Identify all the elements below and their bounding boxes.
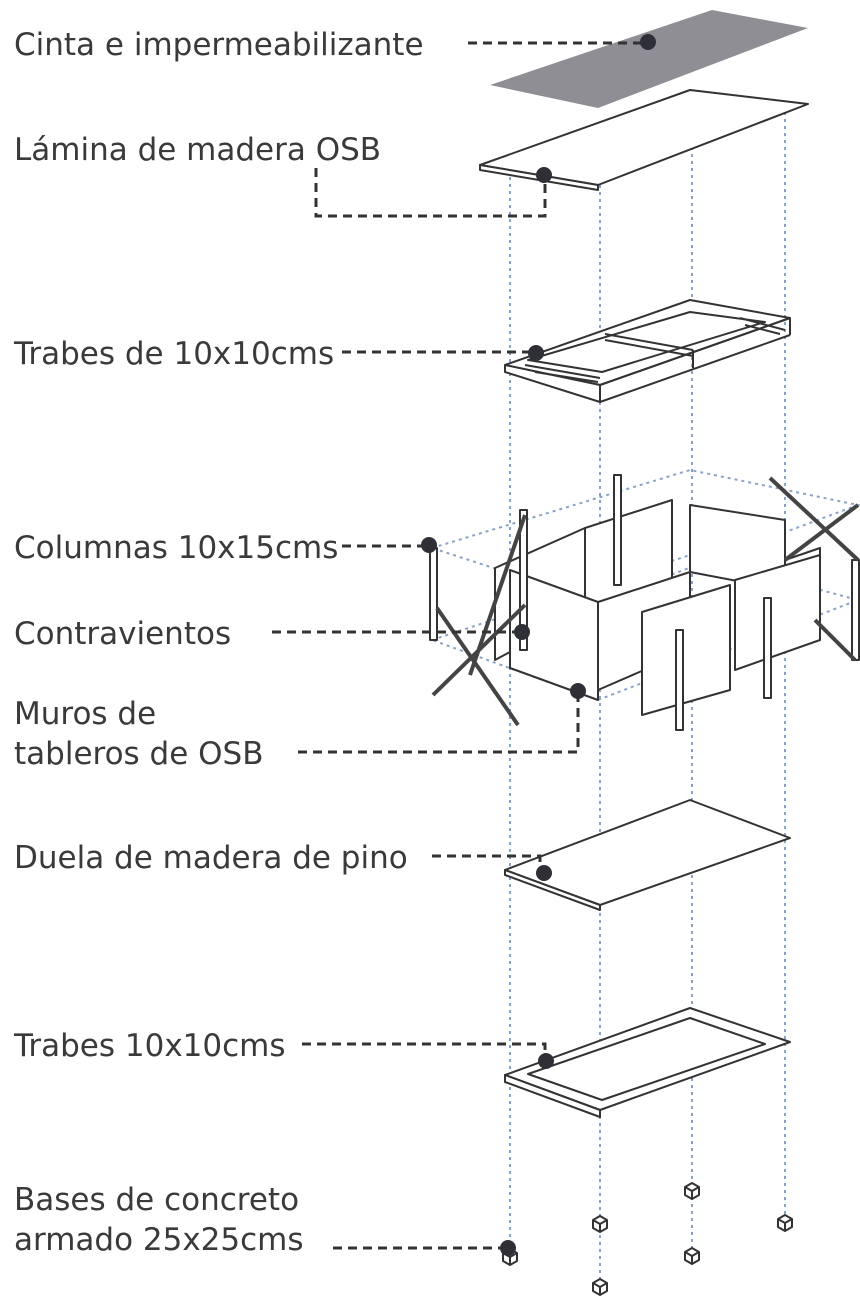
label-trabes-top: Trabes de 10x10cms [13,336,334,372]
waterproofing-membrane [490,10,808,108]
top-beams-layer [504,299,791,403]
concrete-footings [502,1182,793,1296]
footing-cube-icon [592,1278,608,1296]
label-cinta: Cinta e impermeabilizante [14,27,424,63]
label-contravientos: Contravientos [14,616,231,652]
labels: Cinta e impermeabilizante Lámina de made… [13,27,424,1258]
walls-columns-bracing-layer [428,468,860,731]
bottom-beams-layer [504,1007,791,1118]
label-bases-line1: Bases de concreto [14,1182,299,1218]
label-duela: Duela de madera de pino [14,840,408,876]
osb-sheet-layer [479,89,809,191]
footing-cube-icon [777,1214,793,1232]
footing-cube-icon [684,1182,700,1200]
footing-cube-icon [592,1215,608,1233]
pine-floor-layer [504,799,791,911]
label-muros-line2: tableros de OSB [14,736,264,772]
label-lamina: Lámina de madera OSB [14,132,381,168]
leader-dots [421,34,656,1256]
footing-cube-icon [684,1247,700,1265]
label-trabes-bottom: Trabes 10x10cms [13,1028,286,1064]
label-muros-line1: Muros de [14,696,156,732]
label-bases-line2: armado 25x25cms [14,1222,304,1258]
label-columnas: Columnas 10x15cms [14,530,338,566]
leader-lines [272,41,648,1250]
